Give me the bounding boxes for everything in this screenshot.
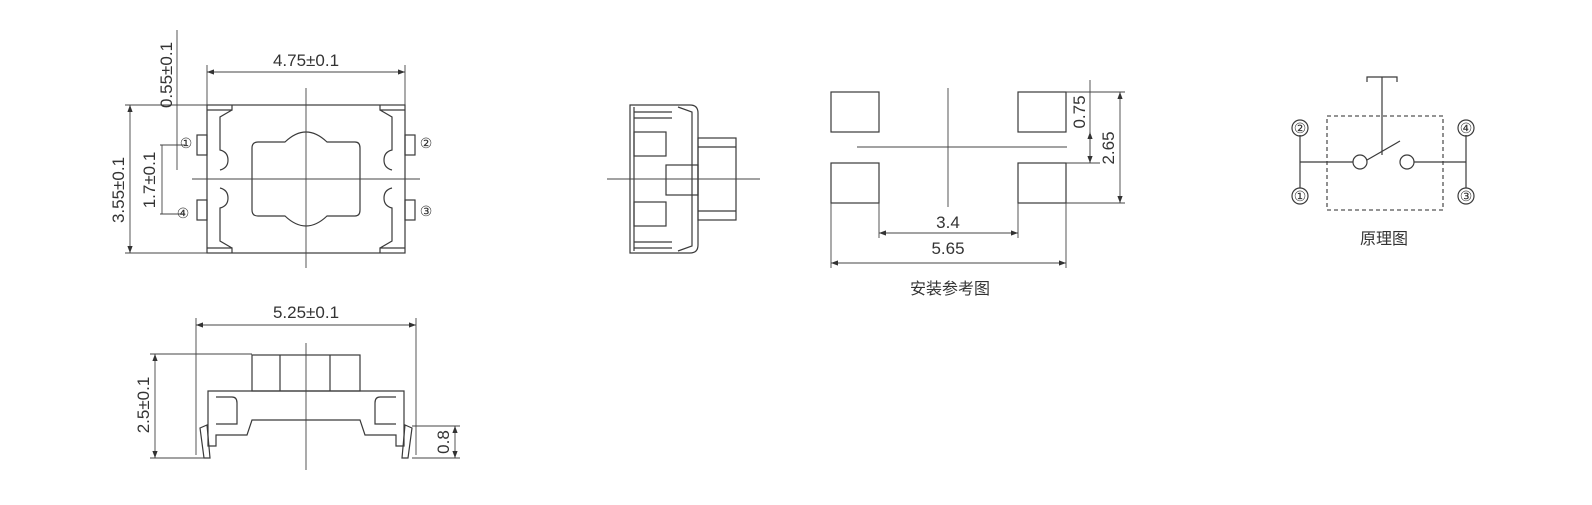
schematic-pin-4: ④ [1460, 120, 1473, 136]
pin-label-1: ① [180, 135, 193, 151]
front-height-dim: 2.5±0.1 [134, 377, 153, 434]
front-view: 5.25±0.1 2.5±0.1 0.8 [134, 303, 460, 470]
pin-label-3: ③ [420, 203, 433, 219]
pin-2-lead [404, 134, 416, 156]
pin-1-lead [196, 134, 208, 156]
pin-pitch-dim: 1.7±0.1 [140, 152, 159, 209]
schematic: ② ① ④ ③ 原理图 [1291, 76, 1475, 248]
front-body [207, 390, 405, 447]
footprint: 3.4 5.65 0.75 2.65 安装参考图 [830, 80, 1125, 298]
top-height-dim: 3.55±0.1 [109, 157, 128, 223]
actuator-outline [251, 131, 361, 227]
pin-offset-dim: 0.55±0.1 [157, 42, 176, 108]
contact-right [1399, 154, 1415, 170]
front-width-dim: 5.25±0.1 [273, 303, 339, 322]
pin-3-lead [404, 199, 416, 221]
footprint-caption: 安装参考图 [910, 279, 990, 298]
contact-left [1352, 154, 1368, 170]
switch-blade [1366, 140, 1401, 161]
inner-gap-dim: 3.4 [936, 213, 960, 232]
pin-4-lead [196, 199, 208, 221]
outer-width-dim: 5.65 [931, 239, 964, 258]
pad-height-dim: 0.75 [1070, 95, 1089, 128]
schematic-pin-1: ① [1294, 188, 1307, 204]
side-body [629, 104, 699, 254]
top-width-dim: 4.75±0.1 [273, 51, 339, 70]
pin-label-4: ④ [177, 205, 190, 221]
schematic-pin-2: ② [1294, 120, 1307, 136]
pin-label-2: ② [420, 135, 433, 151]
total-height-dim: 2.65 [1099, 131, 1118, 164]
pad-top-right [1017, 91, 1067, 133]
pad-top-left [830, 91, 880, 133]
pad-bottom-left [830, 162, 880, 204]
schematic-caption: 原理图 [1360, 229, 1408, 248]
pad-bottom-right [1017, 162, 1067, 204]
side-view [607, 104, 760, 254]
lead-height-dim: 0.8 [434, 430, 453, 454]
top-view: 4.75±0.1 3.55±0.1 0.55±0.1 1.7±0.1 ① ② ③… [109, 30, 432, 268]
switch-boundary [1326, 115, 1444, 211]
schematic-pin-3: ③ [1460, 188, 1473, 204]
